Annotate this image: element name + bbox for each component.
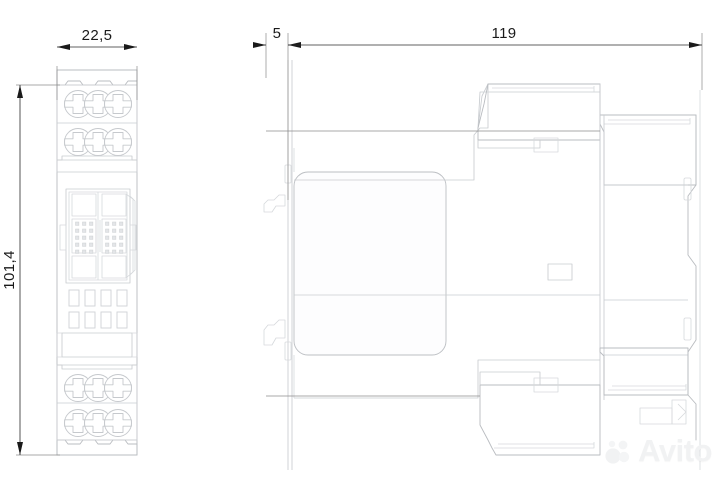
label-plate	[56, 332, 138, 358]
dimension-label-height: 101,4	[1, 250, 18, 290]
connector-release-lever	[125, 193, 134, 279]
profile-right-shell	[683, 90, 701, 470]
profile-bottom-corner-detail	[639, 399, 687, 425]
connector-frame	[65, 188, 131, 284]
profile-vent-opening	[547, 263, 573, 281]
connector-corner-pad	[101, 193, 127, 217]
dimension-label-offset: 5	[273, 25, 282, 42]
led-indicator	[68, 289, 80, 307]
upper-terminal-block	[56, 84, 138, 173]
led-indicator	[100, 311, 112, 329]
terminal-screw	[104, 409, 132, 437]
lower-terminal-block	[56, 364, 138, 441]
dimension-width-22-5: 22,5	[56, 27, 138, 100]
terminal-screw	[104, 90, 132, 118]
profile-upper-right-block	[599, 114, 697, 186]
front-view	[56, 69, 138, 456]
led-indicator	[84, 311, 96, 329]
led-indicator	[100, 289, 112, 307]
profile-upper-terminal-housing	[477, 83, 601, 153]
dimension-offset-5: 5	[253, 25, 301, 200]
connector-latch-left	[59, 224, 67, 251]
front-view-top-cover	[56, 69, 138, 86]
dimension-label-width: 22,5	[82, 27, 113, 44]
connector-corner-pad	[71, 255, 97, 279]
lower-terminal-ledge	[57, 364, 137, 370]
din-rail-clip-lower	[263, 319, 292, 361]
led-indicator	[116, 289, 128, 307]
led-indicator-grid	[68, 289, 128, 329]
led-indicator	[116, 311, 128, 329]
connector-pins-left	[75, 221, 94, 254]
terminal-screw	[104, 374, 132, 402]
profile-main-body	[293, 171, 447, 356]
din-rail-clip-upper	[263, 164, 292, 213]
connector-assembly	[59, 188, 137, 284]
side-profile-view	[263, 60, 701, 470]
connector-latch-right	[129, 224, 137, 251]
dimension-depth-119: 119	[288, 25, 703, 90]
upper-terminal-ledge	[56, 155, 138, 173]
profile-upper-shelf	[294, 83, 601, 181]
terminal-screw	[104, 128, 132, 156]
profile-lower-right-block	[599, 347, 689, 396]
connector-pins-right	[105, 221, 124, 254]
led-indicator	[84, 289, 96, 307]
dimension-label-depth: 119	[491, 25, 516, 42]
dimension-height-101-4: 101,4	[1, 84, 60, 456]
led-indicator	[68, 311, 80, 329]
profile-lower-shelf	[294, 359, 600, 399]
profile-lower-terminal-housing	[479, 371, 601, 456]
connector-corner-pad	[101, 255, 127, 279]
connector-corner-pad	[71, 193, 97, 217]
front-view-bottom-cover	[56, 439, 138, 456]
